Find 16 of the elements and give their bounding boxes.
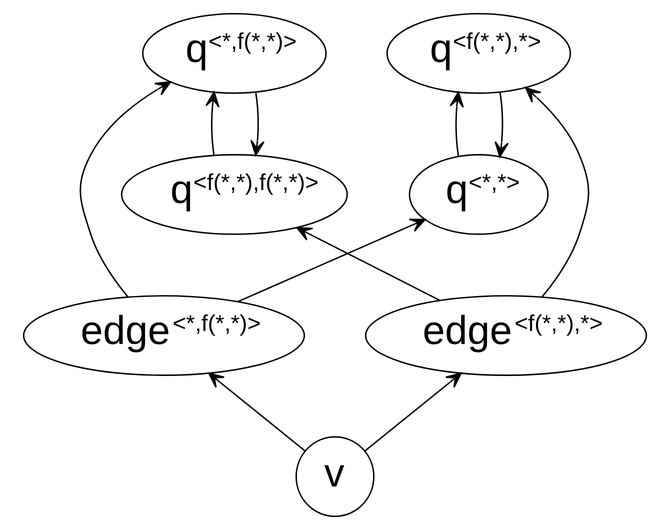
arrow <box>205 91 220 156</box>
arrow <box>524 87 590 298</box>
arrow <box>450 91 464 156</box>
node-ellipse: q$^{<f(*,*),f(*,*)>}$ <box>120 154 348 235</box>
arrow <box>494 92 509 158</box>
node-circle: v <box>295 436 375 518</box>
node-ellipse: edge$^{<f(*,*),*>}$ <box>364 295 648 376</box>
arrow <box>250 92 265 156</box>
node-ellipse: edge$^{<*,f(*,*)>}$ <box>22 295 306 376</box>
arrow <box>80 81 172 298</box>
arrow <box>238 218 426 302</box>
arrow <box>364 372 462 452</box>
node-ellipse: q$^{<*,f(*,*)>}$ <box>142 12 327 94</box>
arrow <box>296 226 440 301</box>
node-ellipse: q$^{<f(*,*),*>}$ <box>386 12 572 94</box>
arrow <box>208 372 306 452</box>
